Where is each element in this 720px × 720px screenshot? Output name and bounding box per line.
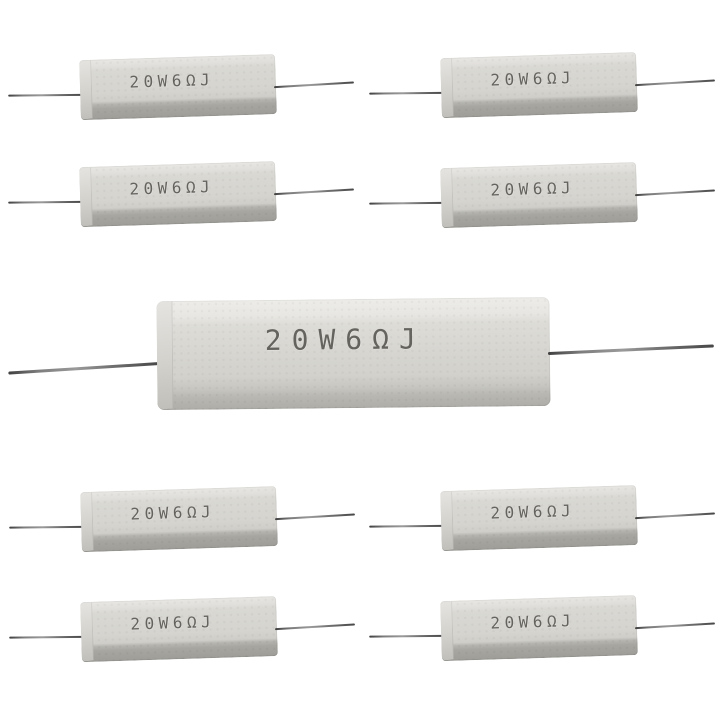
- end-facet: [80, 602, 94, 662]
- resistor-ceramic-body: 20W6ΩJ: [156, 296, 551, 411]
- wire-lead-right-icon: [274, 188, 354, 196]
- resistor-marking: 20W6ΩJ: [130, 501, 216, 524]
- wire-lead-left-icon: [9, 525, 84, 529]
- wire-lead-left-icon: [9, 635, 84, 639]
- resistor-small-6: 20W6ΩJ: [368, 483, 716, 554]
- resistor-small-5: 20W6ΩJ: [8, 484, 356, 555]
- wire-lead-right-icon: [635, 512, 715, 520]
- wire-lead-left-icon: [8, 200, 83, 204]
- resistor-small-8: 20W6ΩJ: [368, 593, 716, 664]
- wire-lead-right-icon: [275, 513, 355, 521]
- wire-lead-left-icon: [369, 634, 444, 638]
- end-facet: [79, 60, 93, 120]
- wire-lead-left-icon: [8, 93, 83, 97]
- wire-lead-right-icon: [274, 81, 354, 89]
- resistor-ceramic-body: 20W6ΩJ: [80, 596, 278, 663]
- resistor-marking: 20W6ΩJ: [129, 69, 215, 92]
- resistor-small-3: 20W6ΩJ: [7, 159, 355, 230]
- end-facet: [440, 58, 454, 118]
- wire-lead-left-icon: [369, 91, 444, 95]
- resistor-ceramic-body: 20W6ΩJ: [440, 485, 638, 552]
- end-facet: [79, 167, 93, 227]
- resistor-ceramic-body: 20W6ΩJ: [80, 486, 278, 553]
- resistor-marking: 20W6ΩJ: [129, 176, 215, 199]
- resistor-small-7: 20W6ΩJ: [8, 594, 356, 665]
- resistor-small-2: 20W6ΩJ: [368, 50, 716, 121]
- wire-lead-left-icon: [8, 362, 160, 375]
- wire-lead-right-icon: [635, 79, 715, 87]
- end-facet: [440, 168, 454, 228]
- resistor-ceramic-body: 20W6ΩJ: [440, 162, 638, 229]
- resistor-small-4: 20W6ΩJ: [368, 160, 716, 231]
- end-facet: [440, 601, 454, 661]
- resistor-ceramic-body: 20W6ΩJ: [440, 52, 638, 119]
- wire-lead-left-icon: [369, 201, 444, 205]
- end-facet: [440, 491, 454, 551]
- resistor-marking: 20W6ΩJ: [490, 500, 576, 523]
- resistor-marking: 20W6ΩJ: [490, 177, 576, 200]
- resistor-ceramic-body: 20W6ΩJ: [79, 54, 277, 121]
- wire-lead-left-icon: [369, 524, 444, 528]
- end-facet: [80, 492, 94, 552]
- resistor-ceramic-body: 20W6ΩJ: [79, 161, 277, 228]
- resistor-marking: 20W6ΩJ: [490, 67, 576, 90]
- resistor-large-center: 20W6ΩJ: [7, 295, 714, 414]
- resistor-small-1: 20W6ΩJ: [7, 52, 355, 123]
- resistor-marking: 20W6ΩJ: [490, 610, 576, 633]
- wire-lead-right-icon: [635, 622, 715, 630]
- wire-lead-right-icon: [275, 623, 355, 631]
- resistor-marking: 20W6ΩJ: [130, 611, 216, 634]
- resistor-ceramic-body: 20W6ΩJ: [440, 595, 638, 662]
- resistor-marking: 20W6ΩJ: [264, 322, 427, 357]
- end-facet: [156, 301, 174, 410]
- wire-lead-right-icon: [547, 344, 714, 356]
- wire-lead-right-icon: [635, 189, 715, 197]
